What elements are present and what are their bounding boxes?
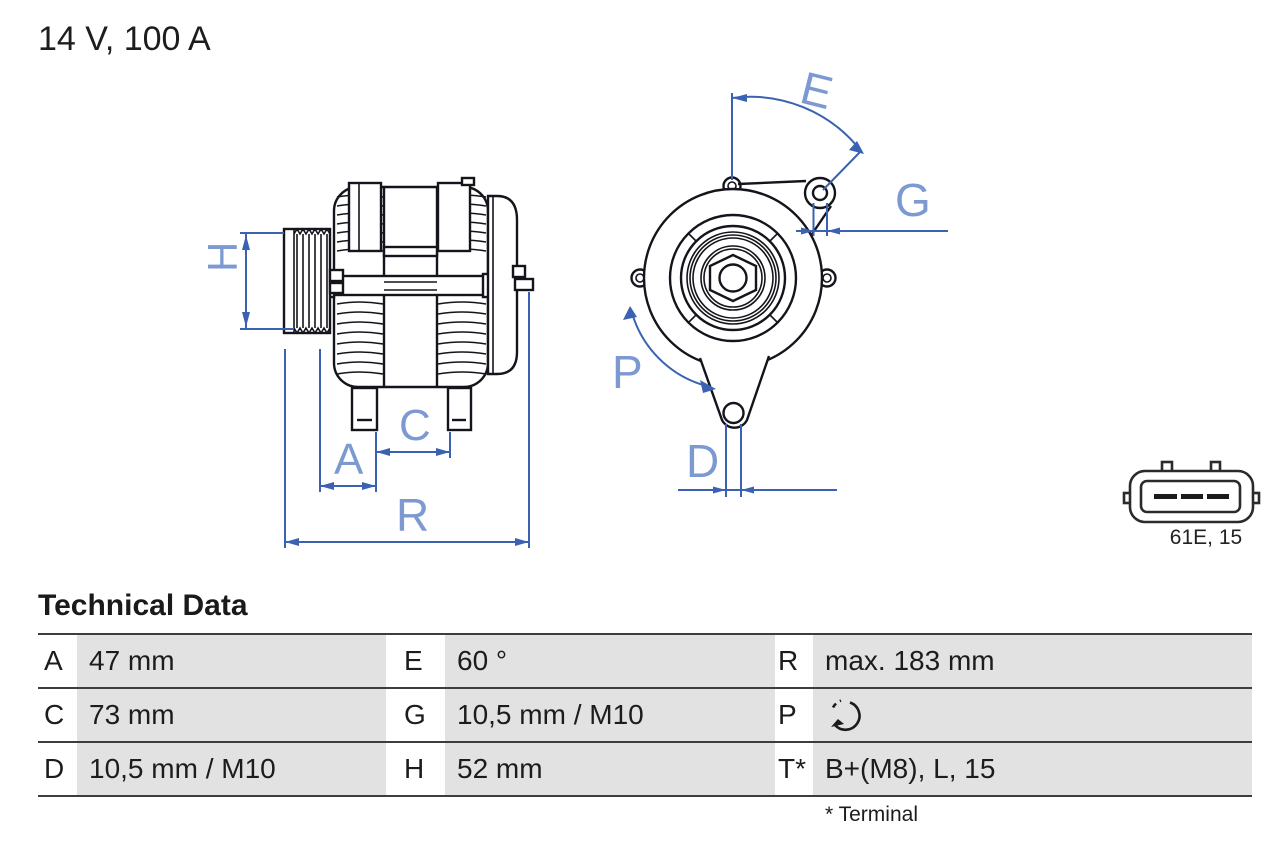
dimension-C: C: [376, 401, 451, 458]
table-row: A 47 mm E 60 ° R max. 183 mm: [38, 633, 1252, 687]
rotation-direction-icon: [831, 699, 861, 732]
spec-key-D: D: [38, 743, 77, 795]
spec-value-T: B+(M8), L, 15: [813, 743, 1252, 795]
spec-value-E: 60 °: [445, 635, 775, 687]
dimension-P: P: [612, 306, 716, 398]
dim-label-C: C: [399, 401, 431, 450]
table-row: C 73 mm G 10,5 mm / M10 P: [38, 687, 1252, 741]
dim-label-A: A: [334, 435, 364, 484]
spec-key-E: E: [386, 635, 445, 687]
spec-key-P: P: [775, 689, 813, 741]
front-view-drawing: E G P: [0, 0, 1280, 580]
dimension-A: A: [319, 349, 377, 492]
mounting-leg: [350, 386, 379, 432]
spec-key-T: T*: [775, 743, 813, 795]
connector-pins: [1154, 494, 1229, 499]
dimension-H: H: [199, 232, 294, 330]
spec-key-G: G: [386, 689, 445, 741]
terminal-stud: [511, 264, 527, 279]
side-view-drawing: H A C: [199, 176, 535, 548]
spec-key-H: H: [386, 743, 445, 795]
dimension-G: G: [796, 174, 948, 236]
spec-value-H: 52 mm: [445, 743, 775, 795]
spec-value-P: [813, 689, 1252, 741]
bottom-mounting-lug: [698, 355, 771, 429]
technical-data-table: A 47 mm E 60 ° R max. 183 mm C 73 mm G 1…: [38, 633, 1252, 797]
shaft-hex-nut: [708, 253, 758, 303]
dim-label-E: E: [796, 61, 838, 119]
spec-value-R: max. 183 mm: [813, 635, 1252, 687]
mounting-boss: [347, 181, 383, 253]
dim-label-P: P: [612, 346, 643, 398]
plug-connector-drawing: 61E, 15: [1122, 460, 1261, 549]
spec-value-A: 47 mm: [77, 635, 386, 687]
dim-label-R: R: [396, 489, 429, 541]
dim-label-G: G: [895, 174, 931, 226]
spec-key-R: R: [775, 635, 813, 687]
dim-label-D: D: [686, 435, 719, 487]
terminal-footnote: * Terminal: [825, 803, 918, 826]
mounting-leg: [446, 386, 473, 432]
spec-value-G: 10,5 mm / M10: [445, 689, 775, 741]
connector-label: 61E, 15: [1170, 526, 1242, 549]
mounting-boss: [436, 181, 472, 253]
dimension-D: D: [678, 424, 837, 497]
vent-slots: [0, 0, 1280, 580]
alternator-technical-drawing: H A C: [0, 0, 1280, 580]
table-row: D 10,5 mm / M10 H 52 mm T* B+(M8), L, 15: [38, 741, 1252, 795]
spec-value-D: 10,5 mm / M10: [77, 743, 386, 795]
spec-key-A: A: [38, 635, 77, 687]
dim-label-H: H: [199, 242, 246, 272]
spec-value-C: 73 mm: [77, 689, 386, 741]
terminal-stud: [513, 277, 535, 292]
dimension-R: R: [284, 292, 530, 548]
dimension-E: E: [731, 61, 864, 191]
rear-cover: [486, 194, 519, 376]
page-title: 14 V, 100 A: [38, 20, 211, 58]
technical-data-heading: Technical Data: [38, 589, 248, 622]
belt-pulley: [282, 227, 345, 335]
spec-key-C: C: [38, 689, 77, 741]
